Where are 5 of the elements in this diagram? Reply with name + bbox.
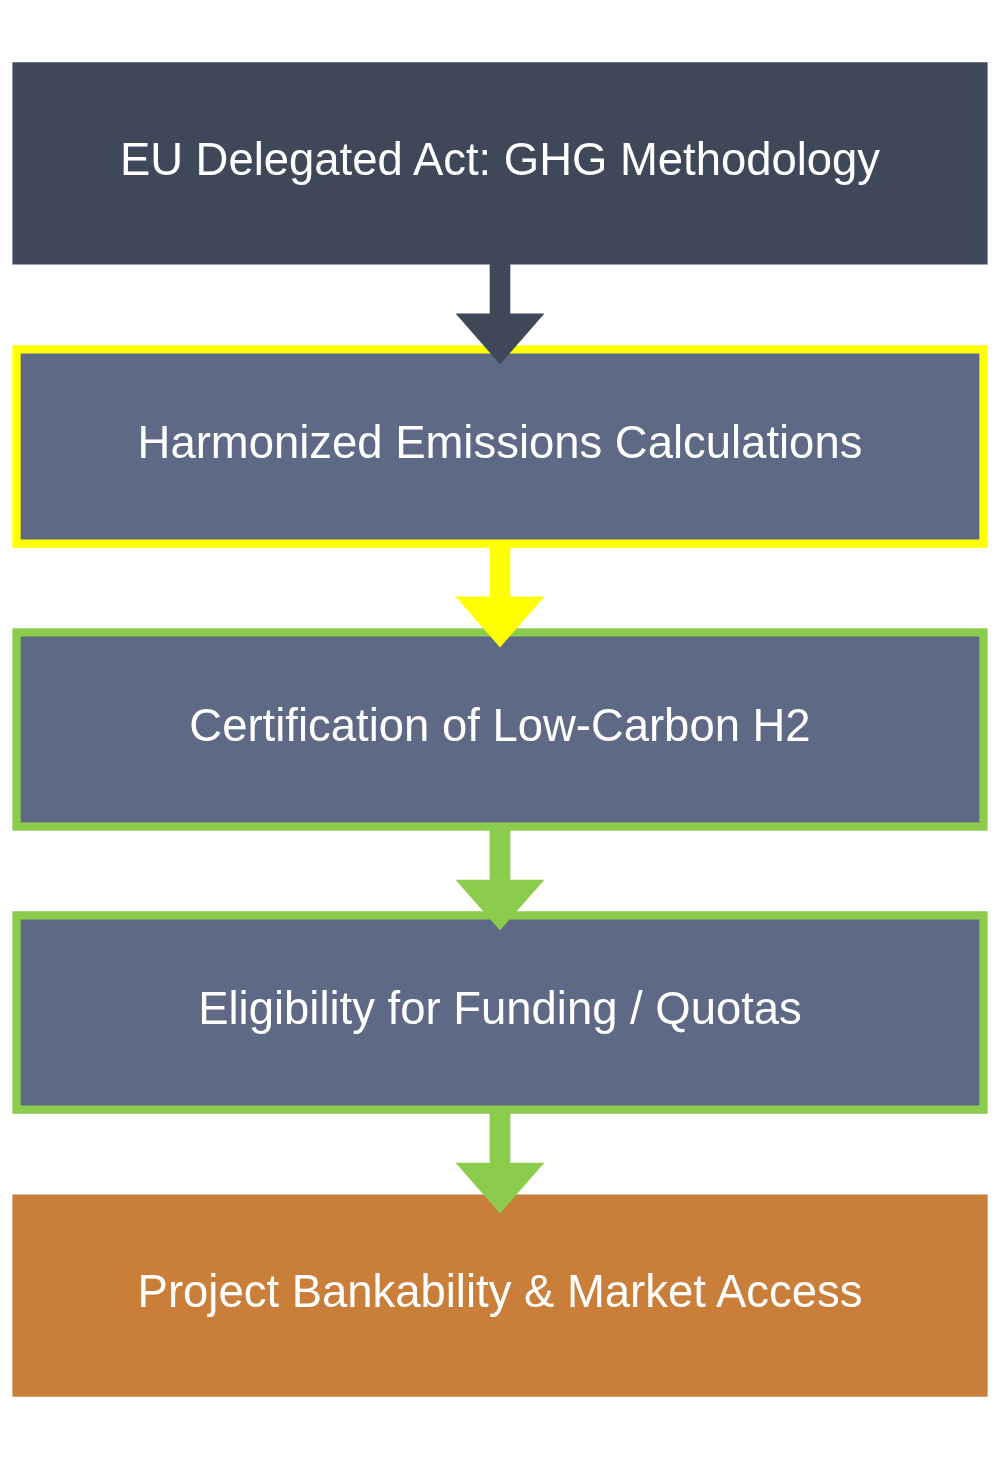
node-box: Certification of Low-Carbon H2 xyxy=(12,628,988,831)
node-box: Project Bankability & Market Access xyxy=(12,1194,988,1397)
node-box: Eligibility for Funding / Quotas xyxy=(12,911,988,1114)
node-box: Harmonized Emissions Calculations xyxy=(12,345,988,548)
node-box: EU Delegated Act: GHG Methodology xyxy=(12,62,988,265)
